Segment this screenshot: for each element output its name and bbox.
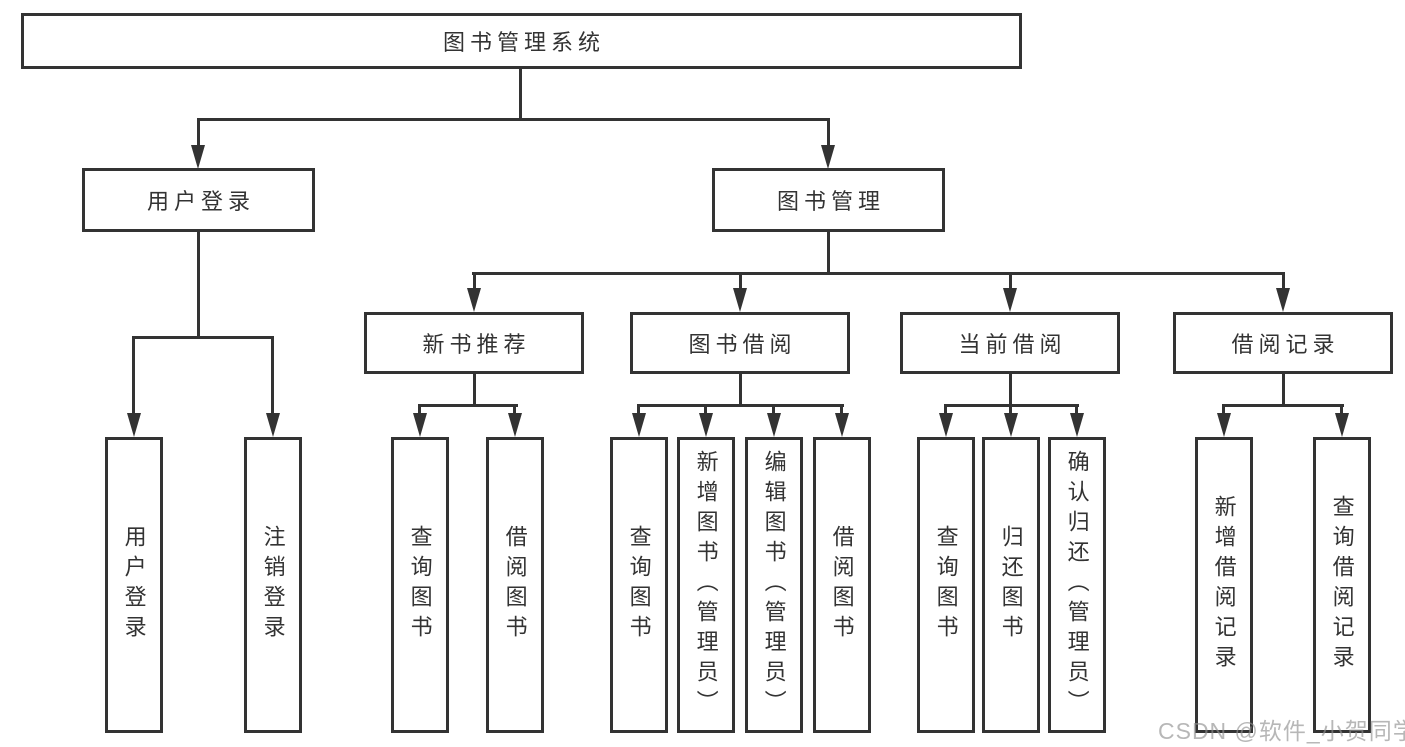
arrow-down-icon	[1004, 413, 1018, 437]
connector-vline	[1009, 404, 1012, 416]
arrow-down-icon	[1217, 413, 1231, 437]
leaf-label: 借阅图书	[502, 525, 528, 645]
leaf-confirm-return-admin: 确认归还（管理员）	[1048, 437, 1106, 733]
leaf-query-borrow-record: 查询借阅记录	[1313, 437, 1371, 733]
connector-vline	[1075, 404, 1078, 416]
arrow-down-icon	[266, 413, 280, 437]
arrow-down-icon	[1335, 413, 1349, 437]
leaf-label: 注销登录	[260, 525, 286, 645]
leaf-edit-book-admin: 编辑图书（管理员）	[745, 437, 803, 733]
connector-hline	[637, 404, 844, 407]
leaf-label: 查询图书	[626, 525, 652, 645]
leaf-label: 查询借阅记录	[1329, 495, 1355, 675]
leaf-borrow-books-recommend: 借阅图书	[486, 437, 544, 733]
node-book-management: 图书管理	[712, 168, 945, 232]
connector-vline	[944, 404, 947, 416]
arrow-down-icon	[191, 145, 205, 169]
connector-vline	[772, 404, 775, 416]
node-user-login: 用户登录	[82, 168, 315, 232]
connector-vline	[1282, 374, 1285, 407]
leaf-logout: 注销登录	[244, 437, 302, 733]
connector-vline	[473, 272, 476, 292]
arrow-down-icon	[467, 288, 481, 312]
arrow-down-icon	[632, 413, 646, 437]
node-borrowing-records: 借阅记录	[1173, 312, 1393, 374]
arrow-down-icon	[1276, 288, 1290, 312]
connector-vline	[827, 232, 830, 275]
leaf-label: 新增图书（管理员）	[693, 450, 719, 720]
leaf-add-borrow-record: 新增借阅记录	[1195, 437, 1253, 733]
arrow-down-icon	[835, 413, 849, 437]
leaf-return-books: 归还图书	[982, 437, 1040, 733]
connector-vline	[704, 404, 707, 416]
arrow-down-icon	[413, 413, 427, 437]
connector-vline	[418, 404, 421, 416]
arrow-down-icon	[699, 413, 713, 437]
leaf-label: 借阅图书	[829, 525, 855, 645]
connector-hline	[197, 118, 830, 121]
leaf-borrow-books-borrowing: 借阅图书	[813, 437, 871, 733]
connector-vline	[739, 272, 742, 292]
connector-vline	[1009, 272, 1012, 292]
leaf-label: 查询图书	[407, 525, 433, 645]
arrow-down-icon	[733, 288, 747, 312]
arrow-down-icon	[1003, 288, 1017, 312]
leaf-label: 新增借阅记录	[1211, 495, 1237, 675]
leaf-label: 归还图书	[998, 525, 1024, 645]
connector-vline	[513, 404, 516, 416]
arrow-down-icon	[1070, 413, 1084, 437]
connector-vline	[1340, 404, 1343, 416]
node-library-management-system: 图书管理系统	[21, 13, 1022, 69]
connector-vline	[519, 69, 522, 120]
csdn-watermark: CSDN @软件_小贺同学	[1158, 718, 1405, 744]
leaf-label: 用户登录	[121, 525, 147, 645]
leaf-label: 查询图书	[933, 525, 959, 645]
arrow-down-icon	[939, 413, 953, 437]
connector-hline	[418, 404, 518, 407]
connector-vline	[1222, 404, 1225, 416]
node-current-borrowing: 当前借阅	[900, 312, 1120, 374]
leaf-label: 确认归还（管理员）	[1064, 450, 1090, 720]
node-new-book-recommendation: 新书推荐	[364, 312, 584, 374]
arrow-down-icon	[508, 413, 522, 437]
connector-hline	[1222, 404, 1344, 407]
connector-vline	[197, 118, 200, 148]
leaf-query-books-borrowing: 查询图书	[610, 437, 668, 733]
connector-vline	[1009, 374, 1012, 407]
leaf-user-login: 用户登录	[105, 437, 163, 733]
connector-vline	[197, 232, 200, 339]
connector-vline	[271, 336, 274, 416]
arrow-down-icon	[127, 413, 141, 437]
connector-hline	[472, 272, 1284, 275]
leaf-add-book-admin: 新增图书（管理员）	[677, 437, 735, 733]
connector-vline	[840, 404, 843, 416]
node-book-borrowing: 图书借阅	[630, 312, 850, 374]
connector-vline	[473, 374, 476, 407]
connector-vline	[1282, 272, 1285, 292]
arrow-down-icon	[767, 413, 781, 437]
arrow-down-icon	[821, 145, 835, 169]
leaf-query-books-recommend: 查询图书	[391, 437, 449, 733]
connector-vline	[739, 374, 742, 407]
connector-hline	[132, 336, 274, 339]
connector-vline	[827, 118, 830, 148]
leaf-label: 编辑图书（管理员）	[761, 450, 787, 720]
connector-vline	[132, 336, 135, 416]
connector-vline	[637, 404, 640, 416]
leaf-query-books-current: 查询图书	[917, 437, 975, 733]
